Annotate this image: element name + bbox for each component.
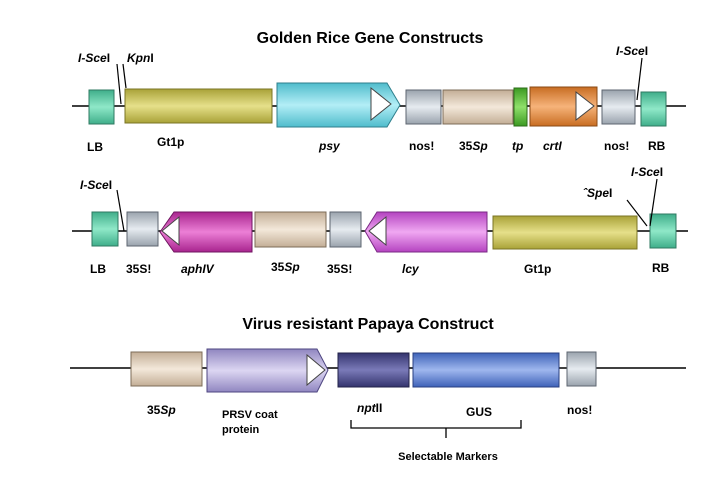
c1-iscei-right-label: I-SceI <box>616 44 648 58</box>
c1-35sp-box <box>442 89 514 125</box>
selectable-markers-bracket <box>350 420 522 429</box>
c3-prsv-label-line1: PRSV coat <box>222 409 278 421</box>
c3-nptii-label: nptII <box>357 401 382 415</box>
c2-iscei-left-marker <box>116 189 125 232</box>
c2-spei-marker <box>626 199 648 227</box>
c1-psy-arrow-icon <box>370 86 392 122</box>
selectable-markers-label: Selectable Markers <box>398 451 498 463</box>
c1-tp-label: tp <box>512 139 523 153</box>
c2-gt1p-box <box>492 215 638 250</box>
c3-nos-box <box>566 351 597 387</box>
c1-psy-box <box>276 82 401 128</box>
c2-iscei-right-label: I-SceI <box>631 165 663 179</box>
c2-iscei-right-marker <box>649 178 658 227</box>
c3-gus-box <box>412 352 560 388</box>
c3-nptii-box <box>337 352 410 388</box>
construct-3: 35Sp PRSV coat protein nptII GUS nos! Se… <box>70 348 686 463</box>
c1-kpni-label: KpnI <box>127 51 154 65</box>
golden-rice-title: Golden Rice Gene Constructs <box>257 30 484 47</box>
c2-aphiv-arrow-icon <box>161 215 180 247</box>
c1-rb-box <box>640 91 667 127</box>
c1-crti-arrow-icon <box>575 90 595 122</box>
c1-lb-label: LB <box>87 140 103 154</box>
c2-lcy-label: lcy <box>402 262 420 276</box>
c1-nos1-label: nos! <box>409 139 434 153</box>
c2-aphiv-box <box>159 211 253 253</box>
c2-35s1-box <box>126 211 159 247</box>
c3-prsv-label-line2: protein <box>222 424 260 436</box>
c2-35s2-box <box>329 211 362 248</box>
construct-1: I-SceI KpnI I-SceI LB Gt1p psy nos! 35Sp… <box>72 44 686 154</box>
c1-iscei-right-marker <box>636 57 643 101</box>
c1-iscei-left-marker <box>116 63 122 105</box>
c2-rb-box <box>649 213 677 249</box>
papaya-title: Virus resistant Papaya Construct <box>242 316 494 333</box>
c2-lb-label: LB <box>90 262 106 276</box>
c1-iscei-left-label: I-SceI <box>78 51 110 65</box>
c2-iscei-left-label: I-SceI <box>80 178 112 192</box>
c1-psy-label: psy <box>318 139 341 153</box>
c1-crti-label: crtI <box>543 139 562 153</box>
c2-aphiv-label: aphIV <box>181 262 215 276</box>
c2-35s2-label: 35S! <box>327 262 352 276</box>
c1-nos2-label: nos! <box>604 139 629 153</box>
c3-35sp-box <box>130 351 203 387</box>
c1-35sp-label: 35Sp <box>459 139 488 153</box>
c2-rb-label: RB <box>652 261 670 275</box>
c3-prsv-box <box>206 348 329 393</box>
c3-35sp-label: 35Sp <box>147 403 176 417</box>
c1-nos1-box <box>405 89 442 125</box>
c3-prsv-arrow-icon <box>306 353 326 387</box>
c1-gt1p-label: Gt1p <box>157 135 184 149</box>
c2-lcy-arrow-icon <box>368 215 387 247</box>
c2-35sp-label: 35Sp <box>271 260 300 274</box>
c2-35sp-box <box>254 211 327 248</box>
c2-gt1p-label: Gt1p <box>524 262 551 276</box>
c2-lb-box <box>91 211 119 247</box>
c1-kpni-marker <box>122 63 127 89</box>
c1-rb-label: RB <box>648 139 666 153</box>
c3-gus-label: GUS <box>466 405 492 419</box>
c2-lcy-box <box>364 211 488 253</box>
c1-lb-box <box>88 89 115 125</box>
c2-spei-label: ˆSpeI <box>583 186 612 200</box>
c3-nos-label: nos! <box>567 403 592 417</box>
c1-nos2-box <box>601 89 636 125</box>
c1-gt1p-box <box>124 88 273 124</box>
c2-35s1-label: 35S! <box>126 262 151 276</box>
c1-tp-box <box>513 87 528 127</box>
construct-2: I-SceI ˆSpeI I-SceI LB 35S! aphIV 35Sp 3… <box>72 165 688 276</box>
